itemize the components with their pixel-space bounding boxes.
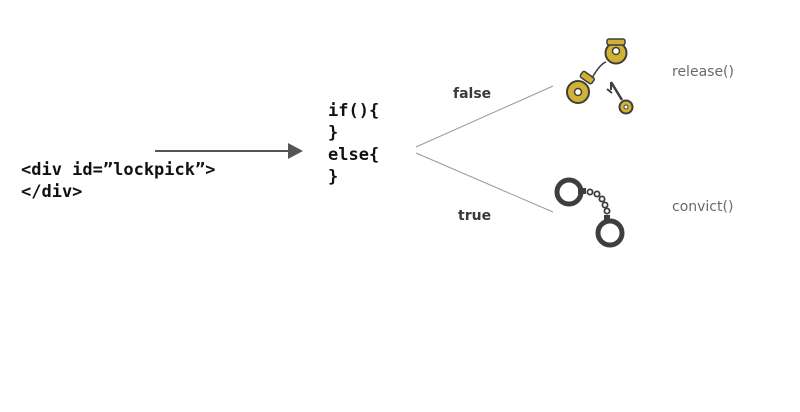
conditional-block: if(){ } else{ } xyxy=(328,100,379,188)
false-branch-label: false xyxy=(453,86,492,102)
conditional-if: if(){ xyxy=(328,101,380,121)
conditional-if-close: } xyxy=(328,123,339,143)
html-snippet-close-tag: </div> xyxy=(21,182,83,202)
flow-arrow-head xyxy=(288,143,303,159)
html-snippet-open-tag: <div id=”lockpick”> xyxy=(21,160,216,180)
convict-function-label: convict() xyxy=(672,199,734,215)
false-branch-line xyxy=(415,85,554,148)
closed-handcuffs-icon xyxy=(554,177,625,248)
true-branch-label: true xyxy=(458,208,492,224)
true-branch-line xyxy=(415,152,554,213)
conditional-else: else{ xyxy=(328,145,380,165)
open-handcuffs-with-key-icon xyxy=(566,38,634,115)
release-function-label: release() xyxy=(672,64,734,80)
html-snippet: <div id=”lockpick”> </div> xyxy=(21,159,215,203)
conditional-else-close: } xyxy=(328,167,339,187)
